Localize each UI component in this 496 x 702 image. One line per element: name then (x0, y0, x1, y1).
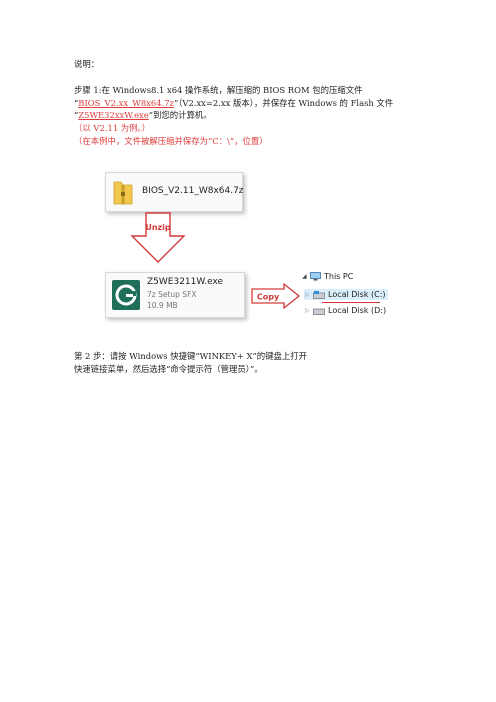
tree-item-local-disk-d[interactable]: ▷ Local Disk (D:) (304, 305, 388, 316)
tree-label-this-pc: This PC (324, 272, 354, 281)
step1-line1: 步骤 1:在 Windows8.1 x64 操作系统，解压缩的 BIOS ROM… (74, 85, 363, 95)
tree-item-local-disk-c[interactable]: ▷ Local Disk (C:) (304, 289, 388, 300)
tree-label-disk-c: Local Disk (C:) (328, 290, 386, 299)
unzip-arrow: Unzip (130, 212, 186, 263)
tree-label-disk-d: Local Disk (D:) (328, 306, 387, 315)
copy-arrow: Copy (251, 283, 301, 309)
disk-c-icon (313, 290, 325, 299)
exe-file-card: Z5WE3211W.exe 7z Setup SFX 10.9 MB (105, 272, 245, 318)
intro-label: 说明： (74, 59, 100, 69)
disk-d-icon (313, 308, 325, 315)
exe-filename-link: Z5WE32xxW.exe (78, 110, 149, 120)
step1-line2: “BIOS_V2.xx_W8x64.7z”（V2.xx=2.xx 版本），并保存… (74, 97, 394, 108)
explorer-tree: ◢ This PC ▷ Local Disk (C:) ▷ Local Disk… (302, 272, 392, 322)
zip-folder-icon (113, 181, 133, 205)
step1-line3: “Z5WE32xxW.exe”到您的计算机。 (74, 110, 212, 120)
collapsed-chevron-icon[interactable]: ▷ (305, 291, 310, 298)
step2-line1: 第 2 步：请按 Windows 快捷键“WINKEY+ X”的键盘上打开 (74, 351, 307, 361)
computer-icon (310, 272, 321, 281)
disk-c-underline (322, 302, 380, 303)
step1-note1: （以 V2.11 为例。） (74, 123, 151, 133)
exe-file-name: Z5WE3211W.exe (147, 277, 224, 287)
collapsed-chevron-icon[interactable]: ▷ (305, 307, 310, 314)
step1-note2: （在本例中，文件被解压缩并保存为“C：\”，位置） (74, 136, 268, 146)
copy-label: Copy (257, 293, 280, 302)
exe-file-type: 7z Setup SFX (147, 290, 197, 299)
zip-filename-link: BIOS_V2.xx_W8x64.7z (78, 97, 174, 108)
unzip-label: Unzip (145, 223, 171, 232)
exe-app-icon (112, 280, 140, 310)
exe-file-size: 10.9 MB (147, 301, 178, 310)
tree-item-this-pc[interactable]: ◢ This PC (302, 272, 353, 281)
step2-line2: 快速链接菜单，然后选择“命令提示符（管理员）”。 (74, 363, 263, 374)
expanded-chevron-icon[interactable]: ◢ (302, 273, 307, 280)
zip-file-name: BIOS_V2.11_W8x64.7z (142, 186, 244, 196)
zip-file-card: BIOS_V2.11_W8x64.7z (105, 172, 244, 212)
